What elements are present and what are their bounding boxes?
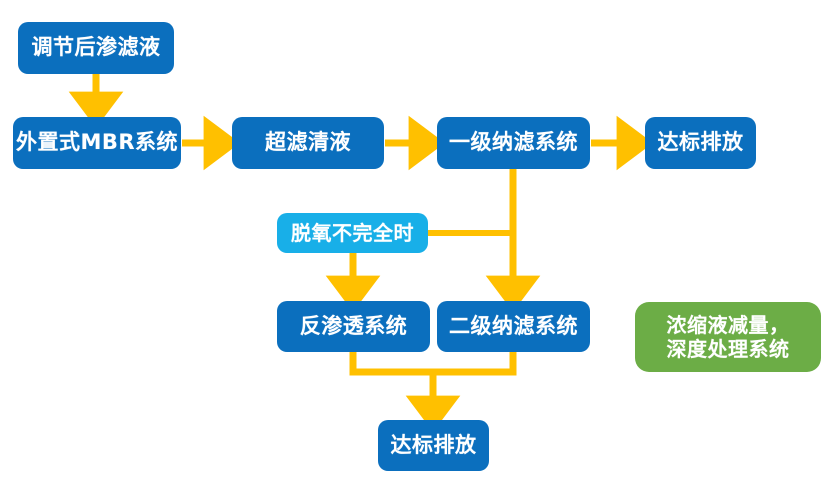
edge-ro-nf2-to-discharge2 [349,352,517,432]
node-discharge-lower[interactable]: 达标排放 [378,420,489,471]
node-reverse-osmosis-system[interactable]: 反渗透系统 [277,301,430,352]
node-incomplete-deoxygenation[interactable]: 脱氧不完全时 [277,213,428,253]
node-discharge-upper[interactable]: 达标排放 [645,117,756,169]
node-mbr-system[interactable]: 外置式MBR系统 [13,117,181,169]
node-primary-nanofiltration-system[interactable]: 一级纳滤系统 [437,117,590,169]
node-ultrafiltration-clear-liquid[interactable]: 超滤清液 [232,117,384,169]
node-secondary-nanofiltration-system[interactable]: 二级纳滤系统 [437,301,590,352]
node-feed[interactable]: 调节后渗滤液 [18,22,174,74]
node-concentrate-reduction-system[interactable]: 浓缩液减量， 深度处理系统 [635,302,821,372]
